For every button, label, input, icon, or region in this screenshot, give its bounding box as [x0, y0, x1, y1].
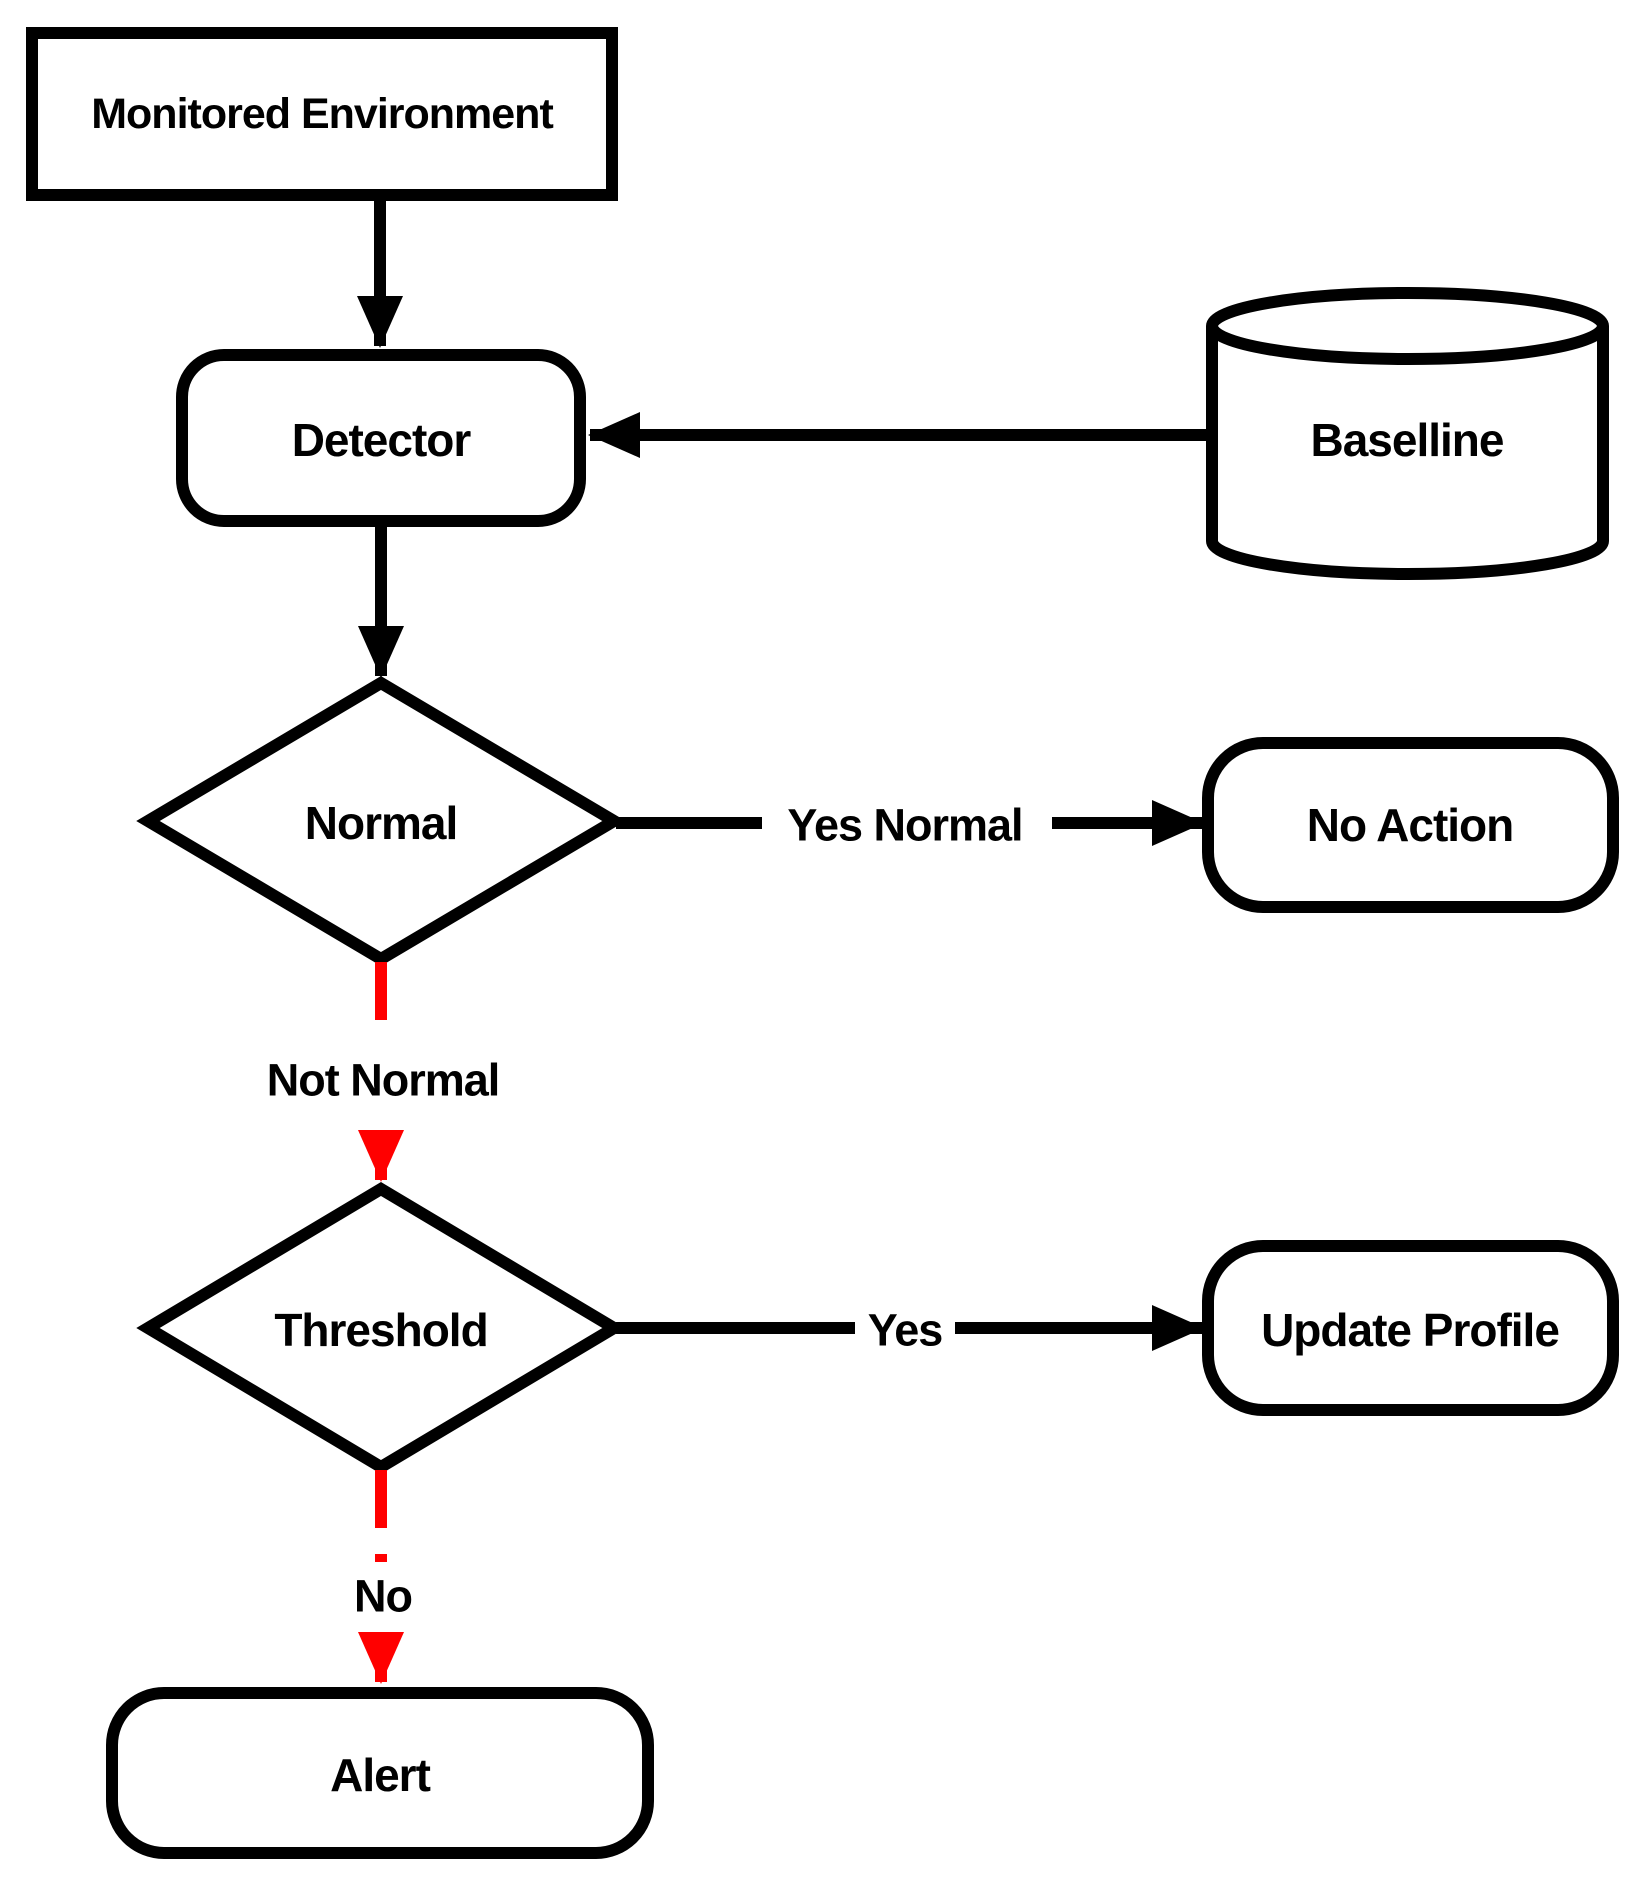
edge-label-no: No: [354, 1571, 412, 1622]
not-normal-label-background: [235, 1046, 531, 1112]
yes-label-background: [855, 1298, 955, 1358]
no-label-background: [340, 1562, 426, 1628]
threshold-label: Threshold: [274, 1304, 487, 1356]
threshold-decision-node: [136, 1182, 626, 1474]
yes-normal-label-background: [762, 793, 1052, 853]
update-profile-node: [1202, 1240, 1619, 1416]
normal-label: Normal: [305, 797, 457, 849]
update-profile-label: Update Profile: [1261, 1304, 1559, 1356]
baseline-cylinder-node: Baselline: [1206, 287, 1609, 580]
no-action-node: [1202, 737, 1619, 913]
no-action-label: No Action: [1307, 799, 1514, 851]
normal-decision-node: [136, 676, 626, 966]
alert-label: Alert: [330, 1749, 430, 1801]
baseline-label: Baselline: [1311, 414, 1504, 466]
alert-node: [106, 1687, 654, 1859]
monitored-environment-node: [26, 27, 618, 201]
edge-label-yes: Yes: [868, 1305, 943, 1356]
monitored-environment-label: Monitored Environment: [91, 90, 553, 138]
detector-node: [176, 349, 586, 527]
detector-label: Detector: [292, 414, 472, 466]
edge-label-not-normal: Not Normal: [267, 1055, 500, 1106]
edge-label-yes-normal: Yes Normal: [787, 800, 1022, 851]
